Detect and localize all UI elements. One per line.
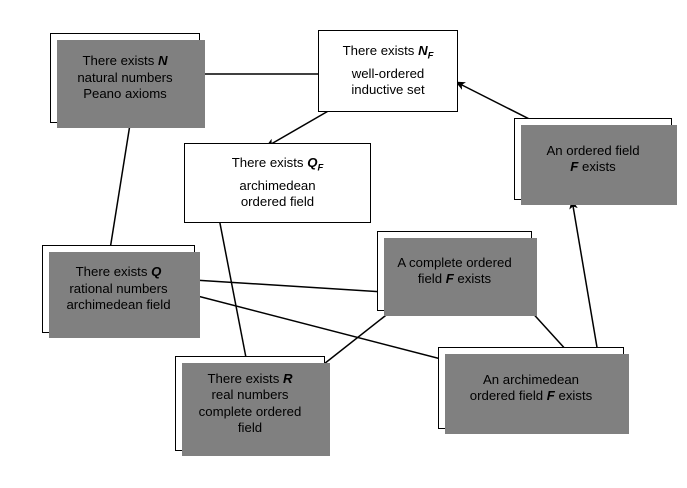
box-shadow xyxy=(182,363,330,456)
edge-q-to-cof xyxy=(177,278,401,297)
edge-q-to-aof xyxy=(181,291,473,369)
edge-nf-to-qf xyxy=(265,109,331,148)
box-shadow xyxy=(445,354,629,434)
box-shadow xyxy=(384,238,537,316)
box-shadow xyxy=(49,252,200,338)
box-shadow xyxy=(521,125,677,205)
edge-aof-to-of xyxy=(569,199,601,366)
edge-qf-to-r xyxy=(217,212,251,369)
box-shadow xyxy=(57,40,205,128)
edge-n-to-q xyxy=(105,117,132,263)
